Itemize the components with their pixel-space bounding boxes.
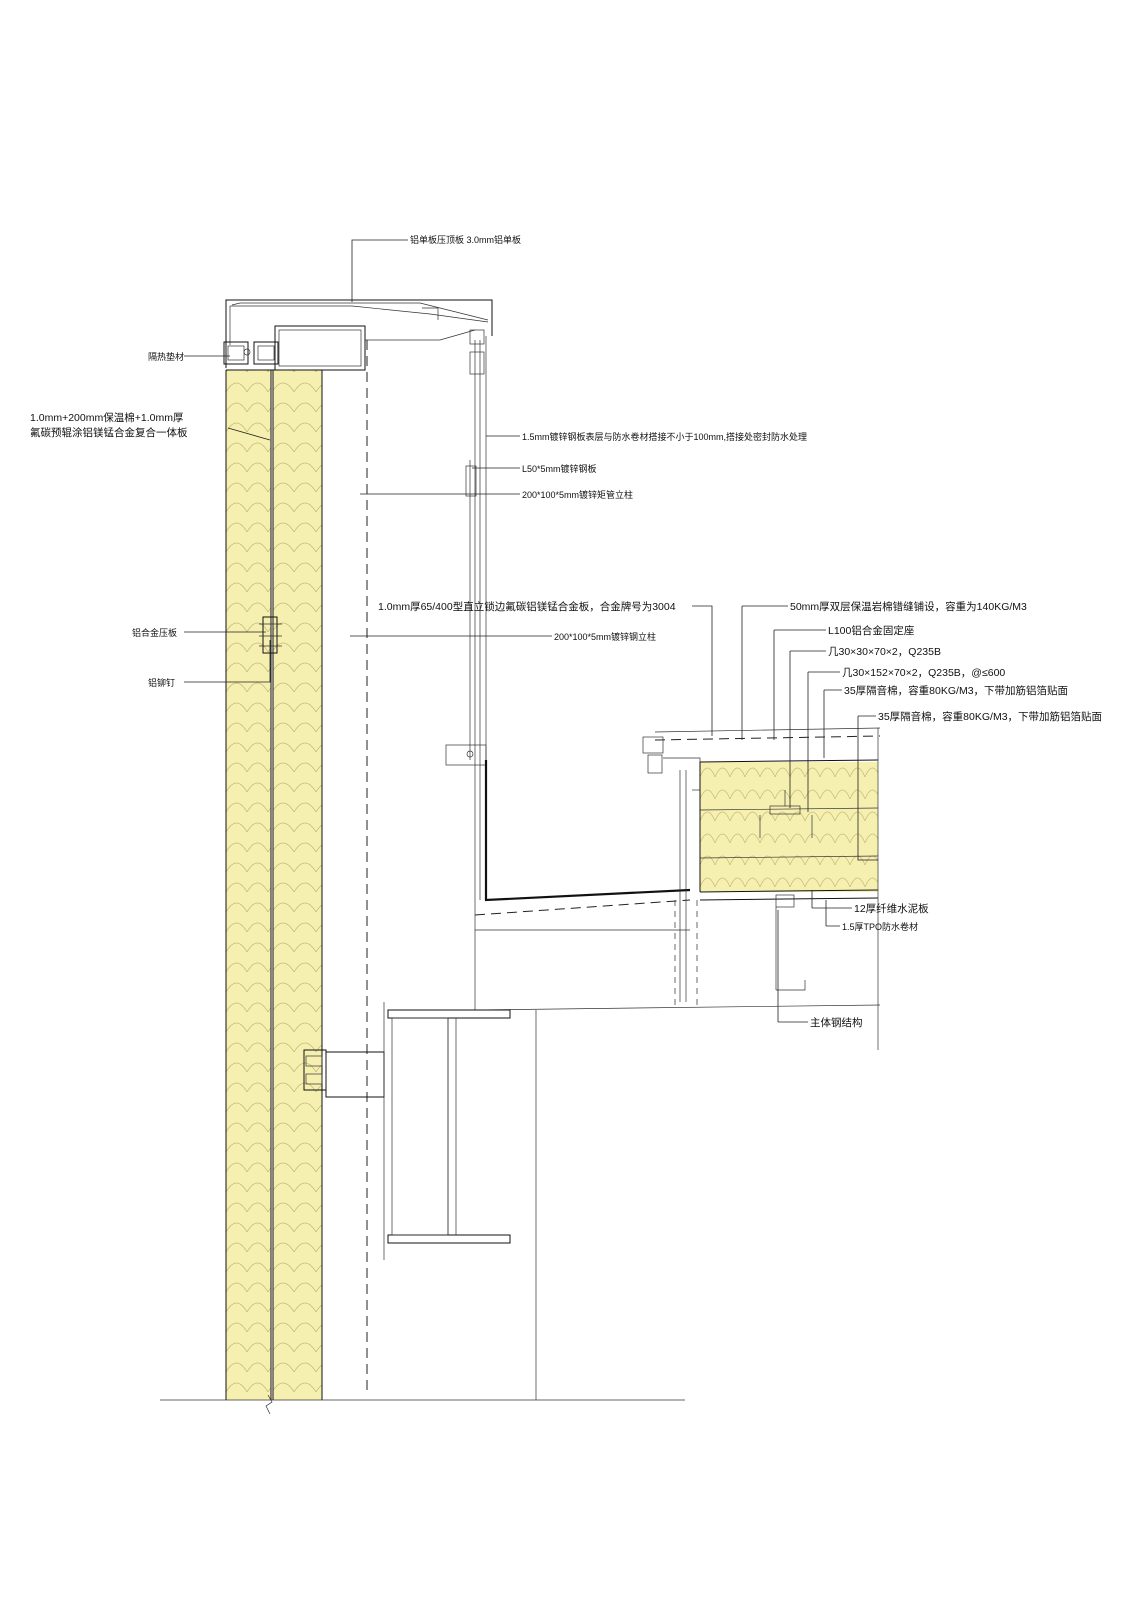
steel-post xyxy=(366,336,487,1395)
label-steel-post-mid: 200*100*5mm镀锌钢立柱 xyxy=(554,631,656,642)
label-alloy-support: L100铝合金固定座 xyxy=(828,624,914,637)
label-wall-panel-1: 1.0mm+200mm保温棉+1.0mm厚 xyxy=(30,411,184,424)
label-steel-post-top: 200*100*5mm镀锌矩管立柱 xyxy=(522,489,633,500)
coping-assembly xyxy=(223,299,493,375)
break-mark xyxy=(265,1394,273,1415)
wall-insulation-panel xyxy=(225,369,323,1400)
roof-buildup xyxy=(642,727,881,1050)
label-tpo: 1.5厚TPO防水卷材 xyxy=(842,921,918,932)
label-rivet: 铝铆钉 xyxy=(148,677,175,688)
label-acoustic-2: 35厚隔音棉，容重80KG/M3，下带加筋铝箔贴面 xyxy=(878,710,1102,723)
label-steel-plate: L50*5mm镀锌钢板 xyxy=(522,463,597,474)
steel-plate-vertical xyxy=(445,460,487,766)
label-thermal-break: 隔热垫材 xyxy=(148,351,184,362)
label-steel-structure: 主体钢结构 xyxy=(810,1016,863,1029)
label-purlin-2: 几30×152×70×2，Q235B，@≤600 xyxy=(842,667,1005,679)
label-acoustic-1: 35厚隔音棉，容重80KG/M3，下带加筋铝箔贴面 xyxy=(844,684,1068,697)
steel-i-beam xyxy=(387,1009,537,1400)
label-clip-plate: 铝合金压板 xyxy=(132,627,177,638)
label-roof-sheet: 1.0mm厚65/400型直立锁边氟碳铝镁锰合金板，合金牌号为3004 xyxy=(378,600,676,613)
label-cement-board: 12厚纤维水泥板 xyxy=(854,902,929,915)
leader-lines xyxy=(184,239,878,1023)
annotations: 铝单板压顶板 3.0mm铝单板 隔热垫材 1.0mm+200mm保温棉+1.0m… xyxy=(30,234,1102,1029)
label-tpo-steel: 1.5mm镀锌钢板表层与防水卷材搭接不小于100mm,搭接处密封防水处理 xyxy=(522,431,807,442)
label-top-panel: 铝单板压顶板 3.0mm铝单板 xyxy=(410,234,521,245)
label-rock-wool: 50mm厚双层保温岩棉错缝铺设，容重为140KG/M3 xyxy=(790,600,1027,613)
label-wall-panel-2: 氟碳预辊涂铝镁锰合金复合一体板 xyxy=(30,426,188,439)
label-purlin-1: 几30×30×70×2，Q235B xyxy=(828,646,941,658)
wall-bracket xyxy=(303,1002,385,1260)
roof-upstand-base xyxy=(474,760,881,1011)
